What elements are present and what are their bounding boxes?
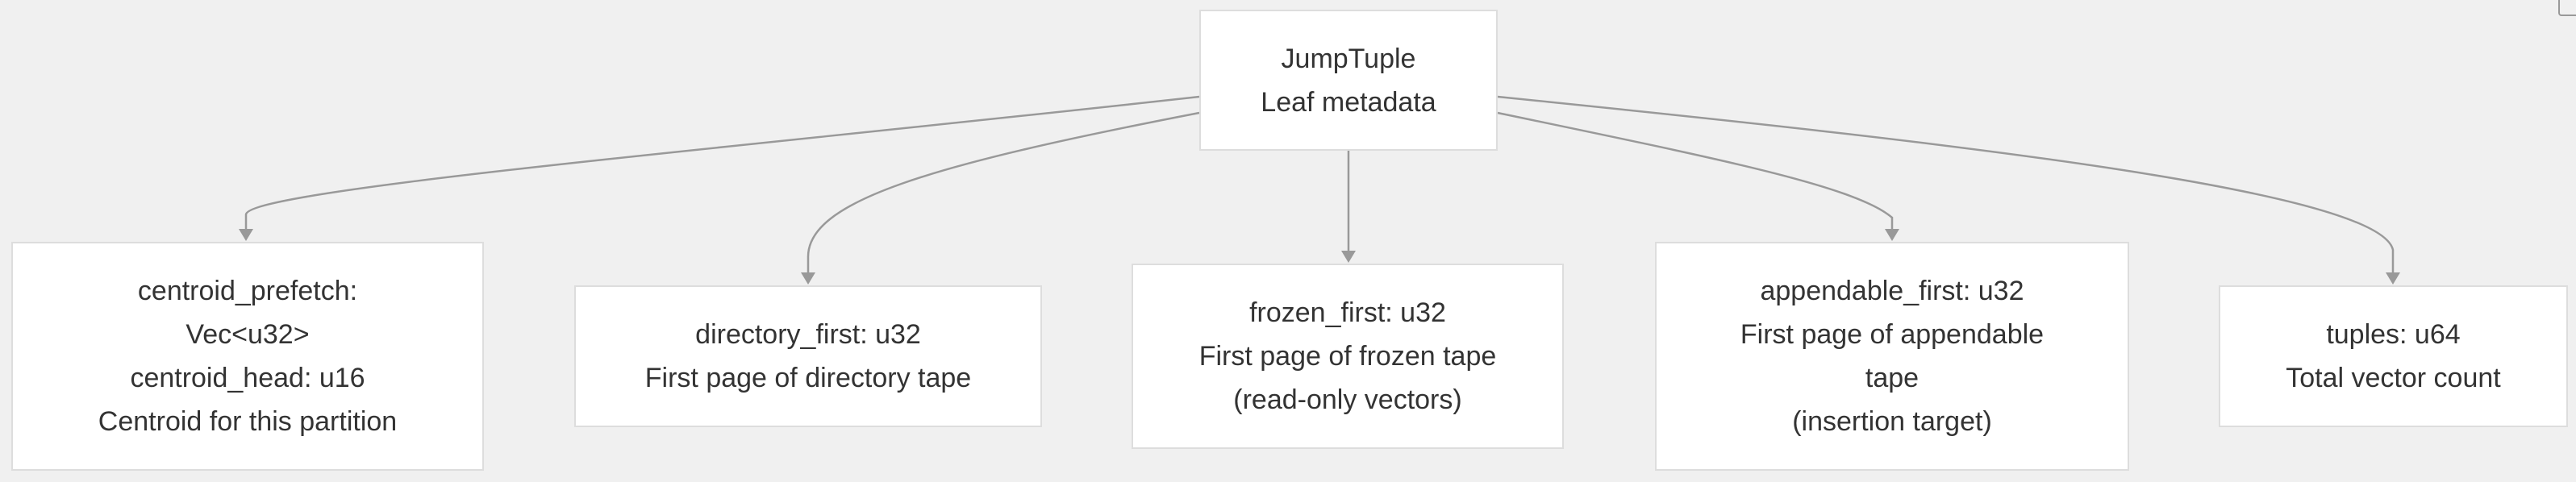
node-tuples-line-1: tuples: u64 (2326, 319, 2461, 350)
arrowhead-frozen (1341, 251, 1356, 263)
node-centroid-line-3: centroid_head: u16 (130, 363, 365, 393)
node-jumptuple-title: JumpTuple (1281, 43, 1416, 74)
node-jumptuple-subtitle: Leaf metadata (1261, 86, 1436, 118)
node-appendable: appendable_first: u32 First page of appe… (1655, 242, 2129, 471)
node-frozen-line-1: frozen_first: u32 (1249, 297, 1446, 328)
node-centroid-line-4: Centroid for this partition (98, 406, 398, 437)
arrowhead-centroid (239, 229, 253, 241)
expand-corner-icon[interactable] (2558, 0, 2576, 16)
edge-root-to-centroid (244, 95, 1200, 239)
edge-root-to-appendable (1497, 111, 1894, 239)
node-directory-line-1: directory_first: u32 (695, 319, 921, 350)
arrowhead-tuples (2386, 272, 2400, 285)
edge-root-to-directory (807, 111, 1200, 279)
node-centroid-line-2: Vec<u32> (185, 319, 310, 350)
node-centroid: centroid_prefetch: Vec<u32> centroid_hea… (11, 242, 484, 471)
node-directory-line-2: First page of directory tape (644, 363, 972, 393)
edge-root-to-tuples (1497, 95, 2395, 279)
node-appendable-line-1: appendable_first: u32 (1760, 276, 2024, 306)
node-frozen-line-2: First page of frozen tape (1198, 341, 1497, 372)
arrowhead-appendable (1885, 229, 1899, 241)
node-tuples-line-2: Total vector count (2286, 363, 2501, 393)
node-tuples: tuples: u64 Total vector count (2219, 285, 2568, 427)
node-appendable-line-2: First page of appendable (1740, 319, 2045, 350)
node-appendable-line-4: (insertion target) (1792, 406, 1992, 437)
node-directory: directory_first: u32 First page of direc… (574, 285, 1042, 427)
node-frozen-line-3: (read-only vectors) (1233, 384, 1462, 415)
node-frozen: frozen_first: u32 First page of frozen t… (1132, 264, 1564, 449)
node-appendable-line-3: tape (1865, 363, 1919, 393)
node-jumptuple: JumpTuple Leaf metadata (1199, 10, 1498, 151)
node-centroid-line-1: centroid_prefetch: (137, 276, 358, 306)
arrowhead-directory (801, 272, 815, 285)
